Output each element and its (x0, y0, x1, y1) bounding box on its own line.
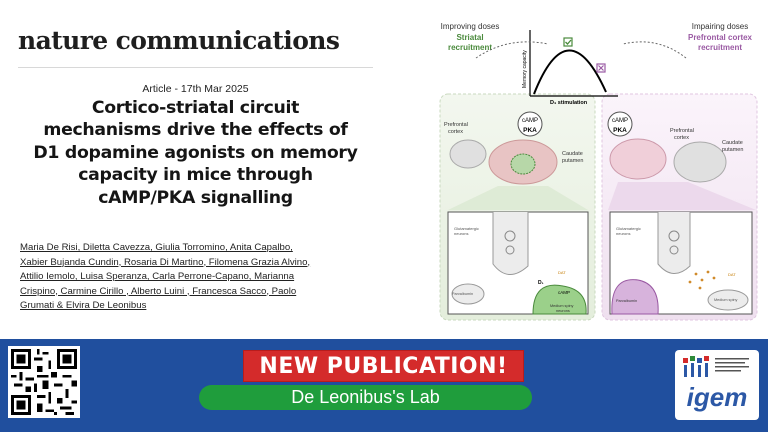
right-pka-label: PKA (613, 127, 627, 134)
right-arc (622, 41, 687, 59)
left-glutamatergic-label-1: Glutamatergic (454, 226, 479, 231)
left-striatum-highlight (510, 153, 536, 175)
left-vesicle (504, 230, 516, 242)
right-glutamatergic-label-2: neurons (616, 231, 630, 236)
authors-line[interactable]: Crispino, Carmine Cirillo , Alberto Luin… (20, 285, 297, 297)
dose-response-curve (533, 49, 607, 95)
right-interneuron (611, 279, 659, 315)
logo-figures (683, 356, 709, 377)
right-camp-circle (607, 111, 633, 137)
left-header: Improving doses (441, 22, 500, 31)
optimum-marker (563, 37, 573, 47)
right-cortex-slice (673, 141, 727, 183)
left-msn-label-1: Medium spiny (550, 304, 574, 308)
left-funnel (448, 186, 588, 210)
left-camp-label: cAMP (522, 118, 538, 124)
left-subheader-2: recruitment (448, 43, 492, 52)
authors-line[interactable]: Grumati & Elvira De Leonibus (20, 300, 147, 311)
right-msn-label: Medium spiny (714, 298, 738, 302)
journal-name: nature communications (18, 26, 340, 55)
authors-line[interactable]: Attilio Iemolo, Luisa Speranza, Carla Pe… (20, 271, 295, 282)
authors-list[interactable]: Maria De Risi, Diletta Cavezza, Giulia T… (20, 241, 370, 314)
left-prefrontal-label-1: Prefrontal (444, 122, 468, 128)
right-subheader-2: recruitment (698, 43, 742, 52)
left-parvalbumin-label: Parvalbumin (452, 292, 473, 296)
title-line: D1 dopamine agonists on memory (33, 142, 358, 163)
divider (18, 67, 373, 68)
y-axis-label: Memory capacity (522, 50, 528, 88)
title-line: capacity in mice through (78, 165, 313, 186)
left-arc (475, 41, 549, 59)
right-caudate-label-2: putamen (722, 147, 743, 153)
left-cortex-slice (449, 139, 487, 169)
left-msn (532, 284, 587, 315)
right-funnel (608, 182, 756, 210)
right-presynaptic (657, 212, 691, 274)
right-msn (707, 289, 749, 311)
left-caudate-label-1: Caudate (562, 151, 583, 157)
check-icon (565, 39, 572, 45)
title-line: cAMP/PKA signalling (98, 187, 293, 208)
authors-line[interactable]: Xabier Bujanda Cundin, Rosaria Di Martin… (20, 256, 311, 268)
left-subheader-1: Striatal (456, 33, 483, 42)
right-vesicle (669, 245, 679, 255)
right-brain-coronal (609, 138, 667, 180)
igem-wordmark: igem (687, 382, 748, 412)
title-line: mechanisms drive the effects of (43, 120, 348, 141)
left-prefrontal-label-2: cortex (448, 129, 463, 135)
left-dat-label: DAT (558, 270, 566, 275)
left-caudate-label-2: putamen (562, 158, 583, 164)
logo-small-lines (715, 358, 749, 372)
left-pka-label: PKA (523, 127, 537, 134)
article-meta: Article - 17th Mar 2025 (142, 83, 249, 95)
left-camp-small: cAMP (558, 290, 570, 295)
left-interneuron (451, 283, 485, 305)
right-camp-label: cAMP (612, 118, 628, 124)
left-msn-label-2: neurons (556, 309, 570, 313)
right-prefrontal-label-2: cortex (674, 135, 689, 141)
article-title: Cortico-striatal circuit mechanisms driv… (18, 97, 373, 209)
qr-code[interactable] (8, 346, 80, 418)
left-d1-label: D₁ (538, 280, 544, 286)
left-presynaptic (492, 212, 529, 275)
igem-logo-graphic: igem (683, 356, 749, 412)
graphical-abstract: Improving doses Striatal recruitment Imp… (439, 22, 758, 321)
right-prefrontal-label-1: Prefrontal (670, 128, 694, 134)
right-caudate-label-1: Caudate (722, 140, 743, 146)
lab-pill: De Leonibus's Lab (199, 385, 532, 410)
right-vesicle (668, 230, 680, 242)
x-axis-label: D₁ stimulation (550, 100, 588, 106)
right-glutamatergic-label-1: Glutamatergic (616, 226, 641, 231)
right-subheader-1: Prefrontal cortex (688, 33, 753, 42)
authors-line[interactable]: Maria De Risi, Diletta Cavezza, Giulia T… (20, 242, 293, 253)
title-line: Cortico-striatal circuit (91, 98, 300, 118)
left-vesicle (505, 245, 515, 255)
right-dat-label: DAT (728, 272, 736, 277)
left-camp-circle (517, 111, 543, 137)
igem-logo[interactable]: igem (675, 350, 759, 420)
dopamine-dots (688, 270, 716, 290)
cross-icon (598, 65, 604, 71)
right-parvalbumin-label: Parvalbumin (616, 299, 637, 303)
left-glutamatergic-label-2: neurons (454, 231, 468, 236)
right-header: Impairing doses (692, 22, 748, 31)
new-publication-banner: NEW PUBLICATION! (243, 350, 524, 382)
